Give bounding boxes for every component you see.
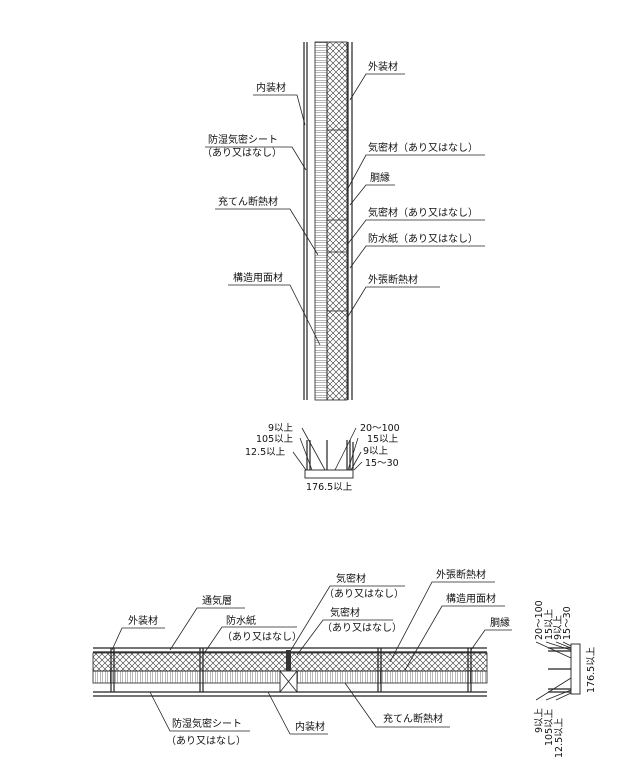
h-dim-total: 176.5以上 [586, 646, 597, 693]
horizontal-labels: 外装材 通気層 防水紙 （あり又はなし） 気密材 （あり又はなし） 気密材 （あ… [111, 568, 512, 747]
h-label-airtight-2: 気密材 [330, 606, 360, 619]
h-label-ventilation-layer: 通気層 [202, 594, 232, 607]
h-label-waterproof-paper-note: （あり又はなし） [222, 631, 302, 643]
label-vapor-barrier-note: （あり又はなし） [202, 147, 282, 159]
label-exterior-finish: 外装材 [368, 60, 398, 73]
h-dim-9: 9以上 [534, 707, 545, 733]
h-label-external-insulation: 外張断熱材 [436, 568, 486, 581]
h-dim-105: 105以上 [544, 708, 555, 746]
dim-105: 105以上 [256, 434, 294, 445]
label-waterproof-paper: 防水紙（あり又はなし） [368, 232, 478, 245]
h-label-waterproof-paper: 防水紙 [226, 614, 256, 627]
h-dim-15: 15以上 [544, 608, 555, 640]
vertical-labels: 外装材 内装材 防湿気密シート （あり又はなし） 気密材（あり又はなし） 胴縁 … [202, 60, 485, 346]
h-label-interior-finish: 内装材 [295, 720, 325, 733]
label-airtight-1: 気密材（あり又はなし） [368, 141, 478, 154]
vertical-dimension-diagram: 9以上 105以上 12.5以上 20～100 15以上 9以上 15～30 1… [245, 423, 400, 493]
h-label-cavity-insulation: 充てん断熱材 [383, 712, 443, 725]
label-interior-finish: 内装材 [256, 81, 286, 94]
label-furring: 胴縁 [370, 171, 390, 184]
h-label-vapor-barrier-note: （あり又はなし） [166, 735, 246, 747]
label-cavity-insulation: 充てん断熱材 [218, 195, 278, 208]
label-structural-panel: 構造用面材 [233, 271, 283, 284]
dim-12-5: 12.5以上 [245, 447, 286, 458]
h-label-airtight-1-note: （あり又はなし） [324, 588, 404, 600]
label-vapor-barrier: 防湿気密シート [208, 133, 278, 146]
dim-15: 15以上 [367, 434, 399, 445]
h-dim-12-5: 12.5以上 [554, 717, 565, 758]
h-dim-9b: 9以上 [553, 614, 564, 640]
dim-9: 9以上 [268, 423, 294, 434]
h-label-airtight-1: 気密材 [336, 572, 366, 585]
h-label-vapor-barrier: 防湿気密シート [172, 717, 242, 730]
h-label-airtight-2-note: （あり又はなし） [322, 622, 402, 634]
vertical-wall-section [303, 41, 353, 401]
dim-20-100: 20～100 [360, 423, 400, 434]
h-label-furring: 胴縁 [490, 616, 510, 629]
h-label-exterior-finish: 外装材 [128, 614, 158, 627]
label-external-insulation: 外張断熱材 [368, 273, 418, 286]
h-dim-15-30: 15～30 [562, 606, 573, 640]
h-dim-20-100: 20～100 [534, 600, 545, 640]
dim-9b: 9以上 [363, 446, 389, 457]
label-airtight-2: 気密材（あり又はなし） [368, 206, 478, 219]
dim-total: 176.5以上 [306, 482, 353, 493]
h-label-structural-panel: 構造用面材 [446, 592, 496, 605]
horizontal-wall-section [92, 647, 488, 697]
dim-15-30: 15～30 [365, 458, 399, 469]
horizontal-dimension-diagram: 20～100 15以上 9以上 15～30 176.5以上 9以上 105以上 … [534, 600, 597, 758]
